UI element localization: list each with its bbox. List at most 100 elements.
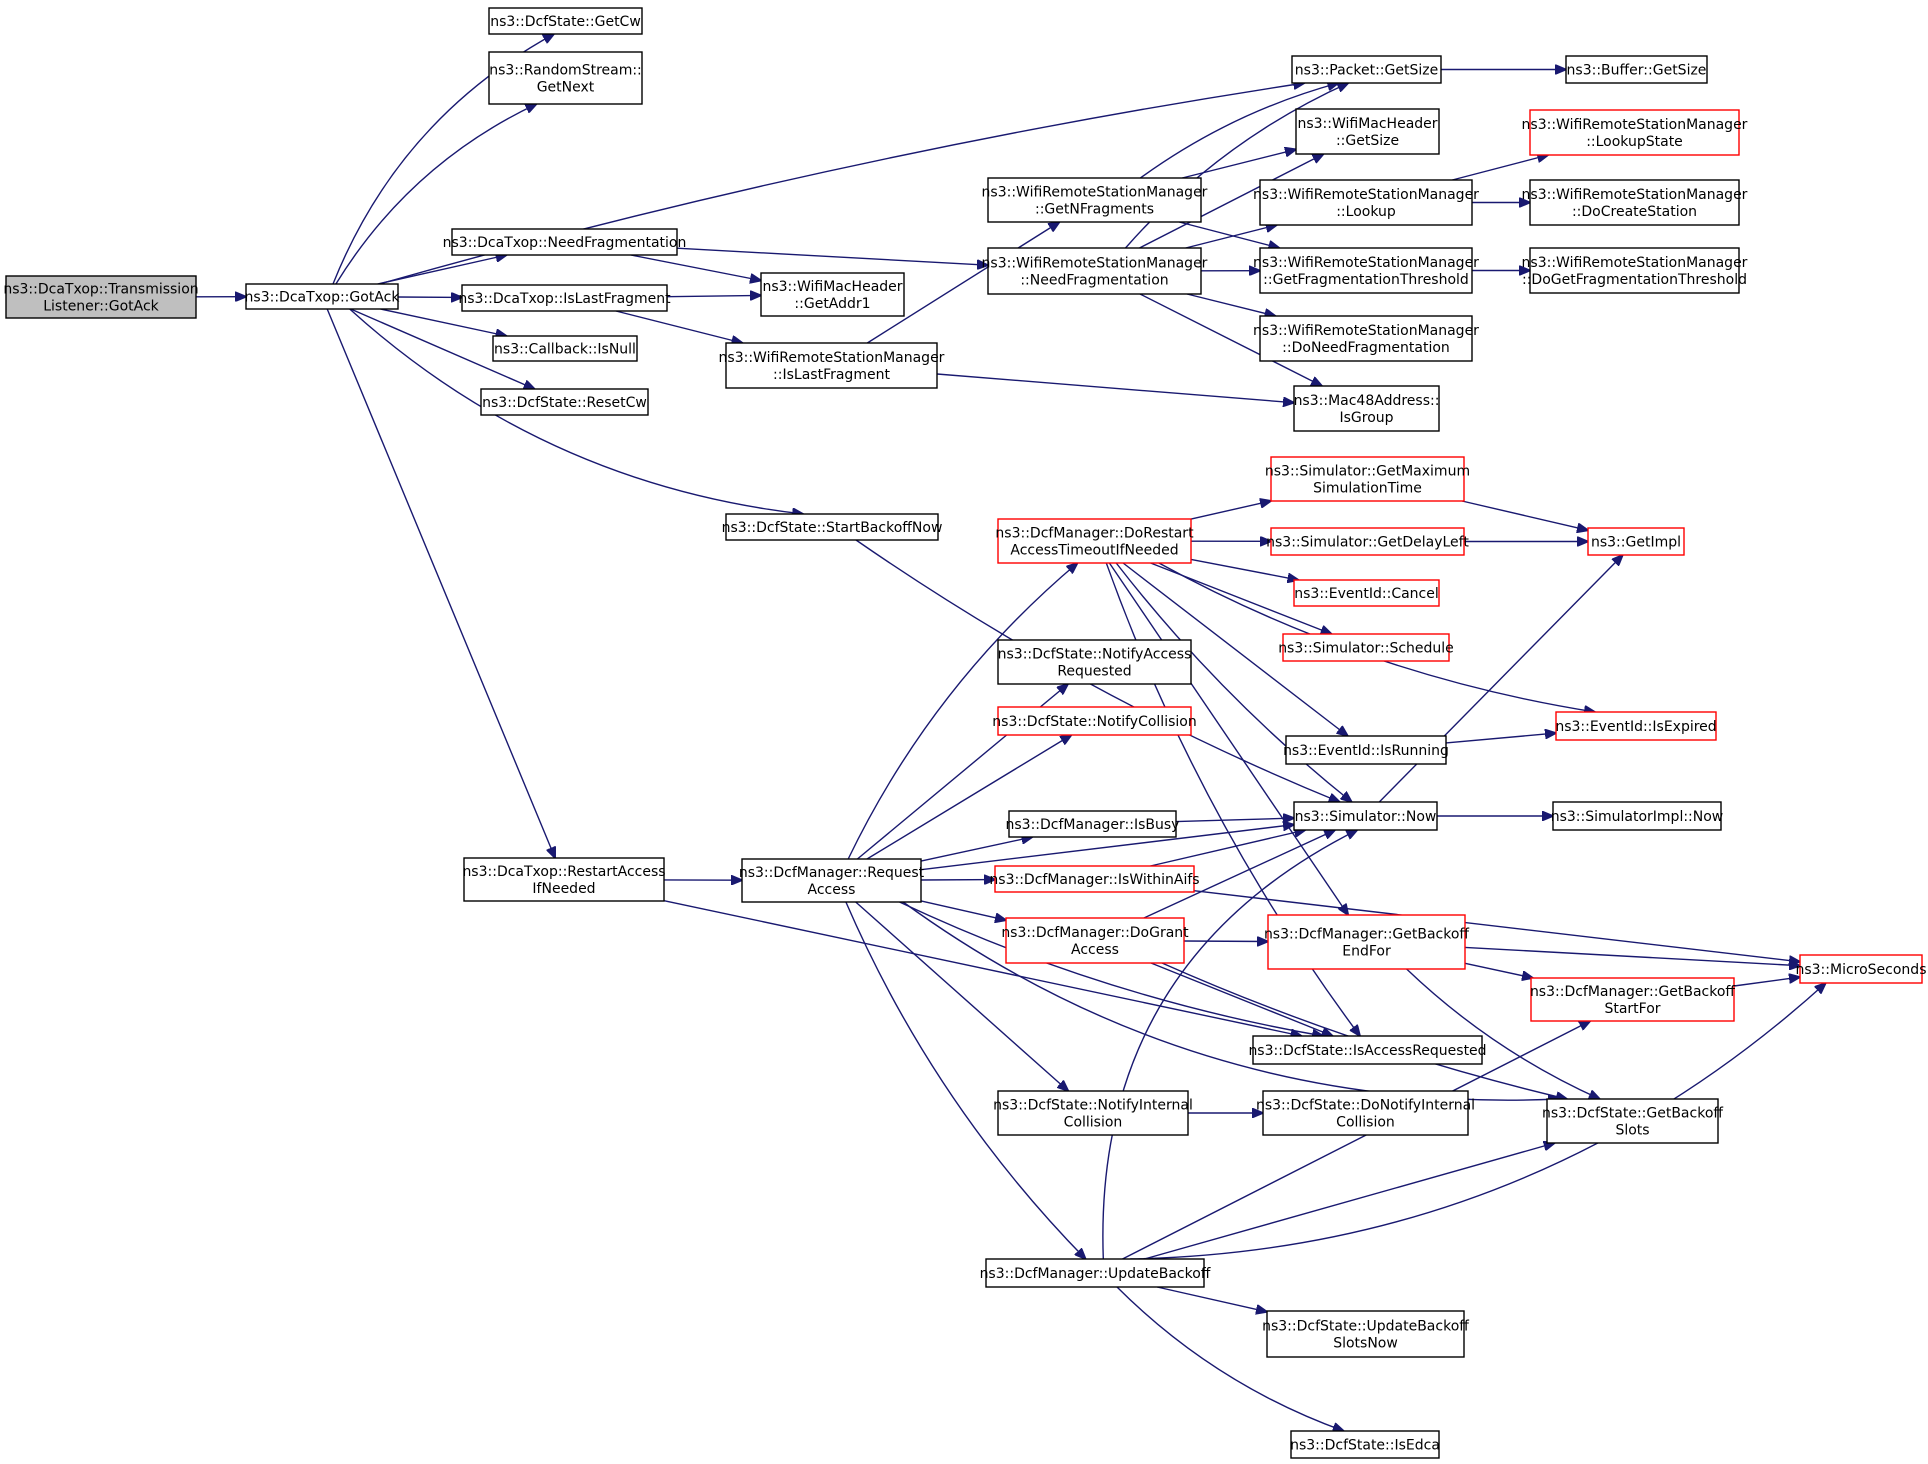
node-box [987,247,1202,295]
graph-node-n12[interactable]: ns3::WifiRemoteStationManager::IsLastFra… [719,342,945,389]
node-label: AccessTimeoutIfNeeded [1010,543,1178,559]
graph-node-n35[interactable]: ns3::EventId::Cancel [1293,579,1440,607]
graph-node-n38[interactable]: ns3::Simulator::Now [1293,801,1438,831]
node-box [1799,954,1923,984]
edge-n24-to-n32 [845,901,1086,1259]
node-box [1262,1090,1469,1136]
node-label: ns3::RandomStream:: [489,63,642,79]
node-label: ns3::DcfManager::GetBackoff [1264,927,1469,943]
edge-n12-to-n13 [866,222,1059,344]
edge-n1-to-n9 [349,308,804,514]
graph-node-n9[interactable]: ns3::DcfState::StartBackoffNow [722,513,943,541]
graph-node-n4[interactable]: ns3::Packet::GetSize [1291,55,1442,84]
edge-n30-to-n39 [1183,941,1268,942]
node-label: ns3::DcfManager::DoGrant [1001,925,1189,941]
graph-node-n17[interactable]: ns3::WifiRemoteStationManager::Lookup [1253,179,1479,226]
node-box [1259,179,1473,226]
graph-node-n2[interactable]: ns3::DcfState::GetCw [488,7,643,35]
edge-n32-to-n43 [1116,1286,1344,1431]
node-box [1293,579,1440,607]
graph-node-n14[interactable]: ns3::WifiRemoteStationManager::NeedFragm… [982,247,1208,295]
edge-n24-to-n30 [920,900,1006,920]
node-label: ns3::SimulatorImpl::Now [1551,809,1724,825]
graph-node-n27[interactable]: ns3::DcfState::NotifyCollision [992,706,1197,736]
graph-node-n15[interactable]: ns3::Buffer::GetSize [1565,55,1708,84]
edge-n24-to-n27 [866,735,1071,860]
graph-node-n25[interactable]: ns3::DcfManager::DoRestartAccessTimeoutI… [995,518,1194,564]
graph-node-n44[interactable]: ns3::GetImpl [1587,527,1685,556]
graph-node-n20[interactable]: ns3::Mac48Address::IsGroup [1293,385,1440,432]
graph-node-n13[interactable]: ns3::WifiRemoteStationManager::GetNFragm… [982,177,1208,223]
graph-node-n11[interactable]: ns3::WifiMacHeader::GetAddr1 [760,272,905,317]
node-label: ::GetNFragments [1035,202,1154,218]
graph-node-n46[interactable]: ns3::SimulatorImpl::Now [1551,801,1724,831]
node-box [492,335,638,362]
graph-node-n0[interactable]: ns3::DcaTxop::TransmissionListener::GotA… [3,275,199,319]
graph-node-n40[interactable]: ns3::DcfState::IsAccessRequested [1248,1035,1487,1065]
graph-node-n43[interactable]: ns3::DcfState::IsEdca [1290,1430,1440,1459]
edges-layer [195,34,1826,1431]
graph-node-n18[interactable]: ns3::WifiRemoteStationManager::GetFragme… [1253,247,1479,294]
graph-node-n45[interactable]: ns3::EventId::IsExpired [1555,711,1717,741]
graph-node-n32[interactable]: ns3::DcfManager::UpdateBackoff [980,1258,1211,1288]
node-label: ns3::DcaTxop::RestartAccess [462,864,665,880]
node-label: ns3::WifiRemoteStationManager [1522,117,1748,133]
edge-n24-to-n38 [920,825,1294,871]
node-box [997,1090,1189,1136]
graph-node-n48[interactable]: ns3::MicroSeconds [1795,954,1927,984]
node-box [1266,1310,1465,1358]
graph-node-n19[interactable]: ns3::WifiRemoteStationManager::DoNeedFra… [1253,315,1479,362]
node-label: SimulationTime [1313,481,1422,497]
graph-node-n22[interactable]: ns3::WifiRemoteStationManager::DoCreateS… [1522,179,1748,226]
node-label: Listener::GotAck [43,299,159,315]
edge-n32-to-n42 [1156,1286,1267,1312]
node-label: ::GetSize [1336,133,1399,149]
graph-node-n7[interactable]: ns3::Callback::IsNull [492,335,638,362]
graph-node-n29[interactable]: ns3::DcfManager::IsWithinAifs [989,865,1200,893]
graph-node-n8[interactable]: ns3::DcfState::ResetCw [480,388,649,416]
graph-node-n6[interactable]: ns3::DcaTxop::IsLastFragment [458,284,671,312]
node-label: ns3::Callback::IsNull [494,342,636,358]
graph-node-n23[interactable]: ns3::WifiRemoteStationManager::DoGetFrag… [1522,247,1748,294]
node-box [1293,801,1438,831]
edge-n25-to-n35 [1190,558,1299,580]
node-label: ::DoCreateStation [1572,204,1697,220]
edge-n32-to-n47 [1122,1021,1591,1260]
edge-n24-to-n31 [855,901,1069,1091]
graph-node-n34[interactable]: ns3::Simulator::GetDelayLeft [1266,527,1469,556]
edge-n39-to-n48 [1464,946,1800,965]
graph-node-n21[interactable]: ns3::WifiRemoteStationManager::LookupSta… [1522,109,1748,156]
graph-node-n1[interactable]: ns3::DcaTxop::GotAck [245,283,401,310]
node-box [1270,456,1465,502]
node-label: ns3::EventId::IsExpired [1555,719,1716,735]
node-box [1282,633,1450,662]
graph-node-n37[interactable]: ns3::EventId::IsRunning [1283,735,1449,765]
graph-node-n36[interactable]: ns3::Simulator::Schedule [1278,633,1454,662]
node-label: ns3::EventId::Cancel [1294,586,1439,602]
graph-node-n3[interactable]: ns3::RandomStream::GetNext [488,51,643,105]
node-box [1259,247,1473,294]
graph-node-n16[interactable]: ns3::WifiMacHeader::GetSize [1295,108,1440,155]
node-label: Access [808,882,856,898]
edge-n37-to-n45 [1445,733,1556,744]
node-box [1529,109,1740,156]
edge-n30-to-n38 [1143,830,1335,919]
node-label: ns3::DcfManager::IsWithinAifs [989,872,1199,888]
node-box [1555,711,1717,741]
graph-node-n28[interactable]: ns3::DcfManager::IsBusy [1006,810,1180,838]
graph-node-n5[interactable]: ns3::DcaTxop::NeedFragmentation [443,228,687,256]
node-label: Collision [1336,1115,1395,1131]
node-label: ns3::WifiRemoteStationManager [1253,187,1479,203]
node-label: ns3::DcfManager::Request [739,865,925,881]
